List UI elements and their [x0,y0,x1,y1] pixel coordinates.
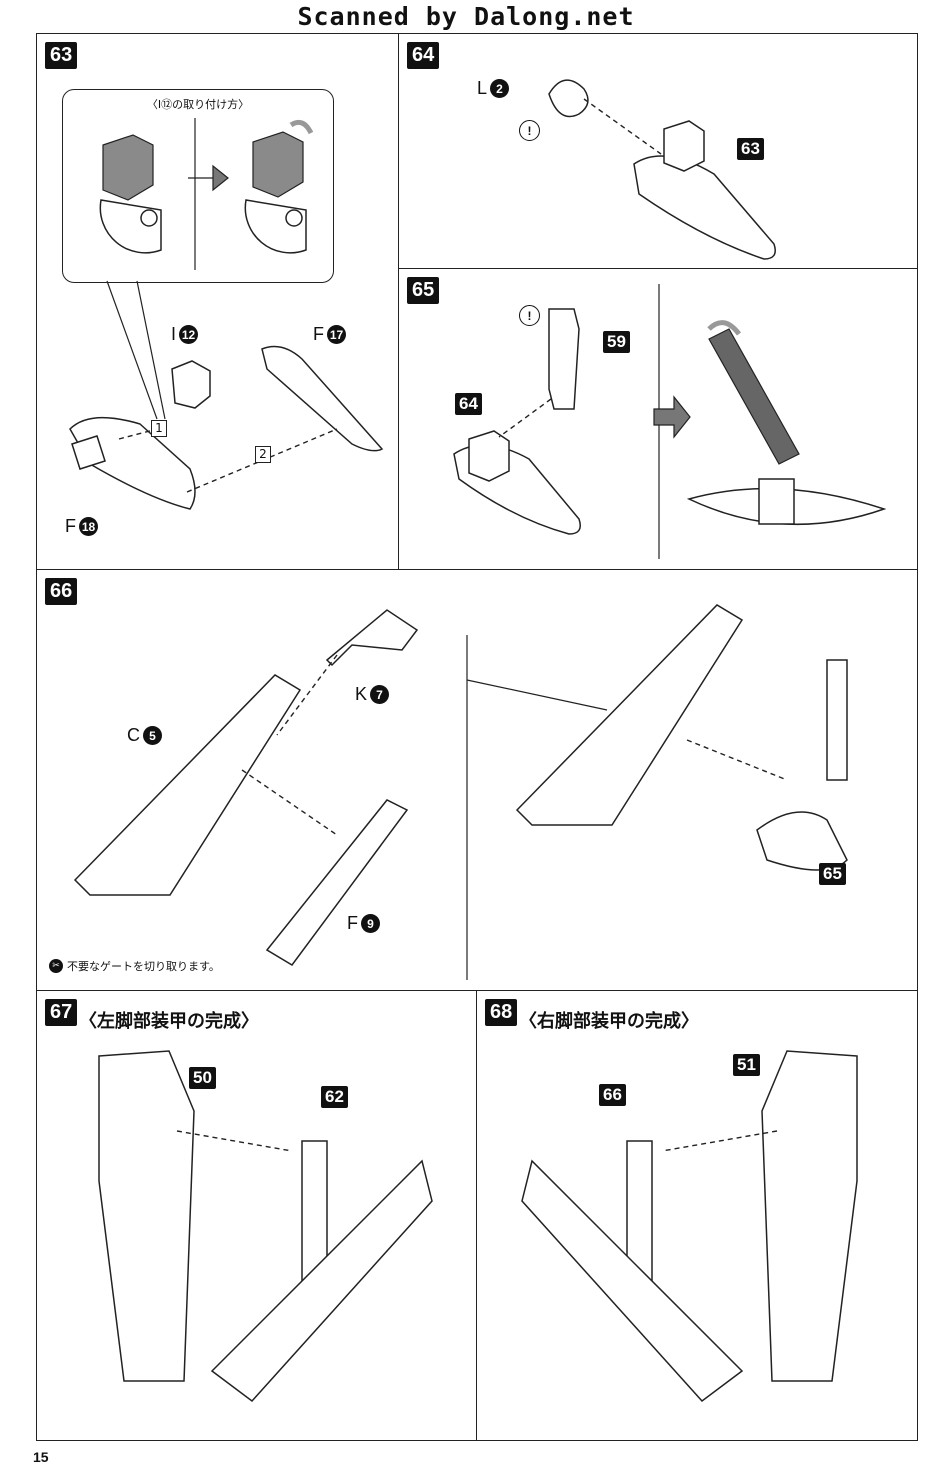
sequence-1: 1 [151,420,167,437]
step-67-panel: 67 〈左脚部装甲の完成〉 50 62 [36,990,478,1441]
step-number: 63 [45,42,78,69]
ref-59: 59 [603,331,630,353]
sequence-2: 2 [255,446,271,463]
step-65-panel: 65 ! 59 64 [398,268,918,571]
step-number: 65 [407,277,440,304]
ref-64: 64 [455,393,482,415]
part-label-F18: F 18 [65,516,98,537]
caution-mark: ! [519,305,540,326]
page-number: 15 [33,1449,49,1465]
caution-mark: ! [519,120,540,141]
inset-illustration [99,118,314,270]
ref-51: 51 [733,1054,760,1076]
step-number: 67 [45,999,78,1026]
ref-50: 50 [189,1067,216,1089]
step-65-illustration [453,284,887,559]
gate-cut-note: ✂ 不要なゲートを切り取ります。 [49,958,220,974]
step-68-illustration [521,1050,858,1403]
step-64-illustration [548,79,776,260]
part-label-K7: K 7 [355,684,390,705]
part-label-I12: I 12 [171,324,199,345]
step-66-illustration [73,604,848,980]
step-title: 〈右脚部装甲の完成〉 [519,1011,699,1032]
step-67-illustration [98,1050,433,1403]
step-number: 64 [407,42,440,69]
step-64-panel: 64 L 2 ! 63 [398,33,918,270]
part-label-F9: F 9 [347,913,380,934]
step-title: 〈左脚部装甲の完成〉 [79,1011,259,1032]
step-63-panel: 63 〈I⑫の取り付け方〉 I 12 F 17 F 18 [36,33,400,571]
step-68-panel: 68 〈右脚部装甲の完成〉 51 66 [476,990,918,1441]
step-63-illustration [69,280,384,510]
ref-62: 62 [321,1086,348,1108]
ref-65: 65 [819,863,846,885]
inset-title: 〈I⑫の取り付け方〉 [146,98,250,111]
step-number: 68 [485,999,518,1026]
ref-66: 66 [599,1084,626,1106]
step-66-panel: 66 K 7 C 5 F 9 65 ✂ 不要なゲートを切り取ります。 [36,569,918,992]
part-label-F17: F 17 [313,324,346,345]
attach-detail-inset: 〈I⑫の取り付け方〉 [62,89,334,283]
ref-63: 63 [737,138,764,160]
cut-gate-icon: ✂ [49,959,63,973]
scan-credit: Scanned by Dalong.net [297,2,635,31]
part-label-C5: C 5 [127,725,162,746]
step-number: 66 [45,578,78,605]
part-label-L2: L 2 [477,78,510,99]
